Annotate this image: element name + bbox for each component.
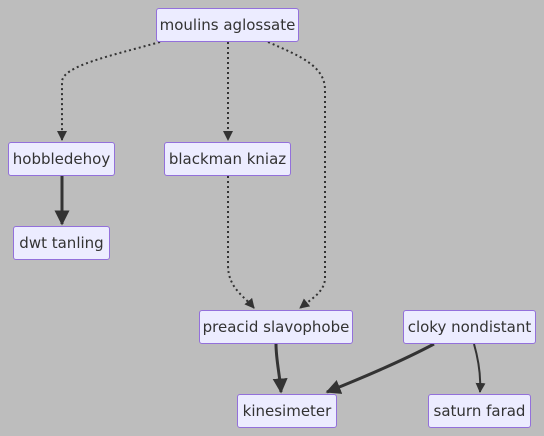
node-moulins-aglossate[interactable]: moulins aglossate: [156, 8, 299, 42]
edge-preacid-to-kinesimeter: [272, 343, 288, 394]
node-hobbledehoy[interactable]: hobbledehoy: [8, 142, 115, 176]
node-kinesimeter[interactable]: kinesimeter: [237, 394, 337, 428]
edge-cloky-to-saturn: [473, 343, 486, 393]
edge-moulins-to-hobbledehoy: [57, 41, 161, 141]
node-preacid-slavophobe[interactable]: preacid slavophobe: [199, 310, 353, 344]
node-dwt-tanling[interactable]: dwt tanling: [13, 226, 110, 260]
edge-blackman-to-preacid: [227, 176, 255, 309]
node-saturn-farad[interactable]: saturn farad: [428, 394, 531, 428]
node-cloky-nondistant[interactable]: cloky nondistant: [403, 310, 536, 344]
node-blackman-kniaz[interactable]: blackman kniaz: [164, 142, 291, 176]
edge-cloky-to-kinesimeter: [325, 342, 435, 394]
